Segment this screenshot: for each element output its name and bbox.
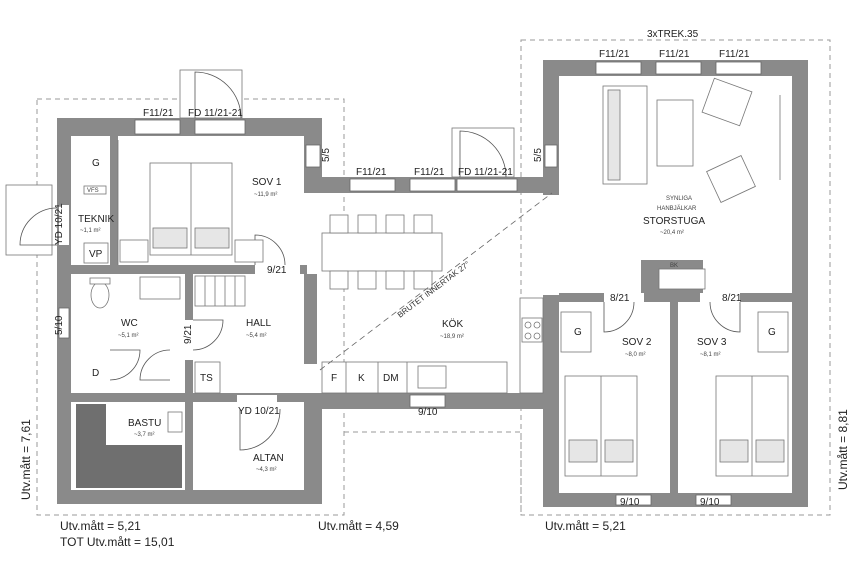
room-sov3-name: SOV 3 [697, 337, 727, 348]
room-storstuga-line1: SYNLIGA [666, 196, 692, 202]
wc-fixtures [89, 276, 181, 309]
label-kok-window-b: F11/21 [414, 167, 445, 178]
room-kok-area: ~18,9 m² [440, 334, 464, 340]
room-storstuga-name: STORSTUGA [643, 216, 705, 227]
fixture-dm: DM [383, 373, 399, 384]
outline-right-wing [520, 39, 831, 516]
vp-box [83, 242, 109, 264]
label-sov3-bottom: 9/10 [700, 497, 720, 508]
label-altan-door: YD 10/21 [238, 406, 280, 417]
room-kok-name: KÖK [442, 318, 463, 330]
label-sov1-window-a: F11/21 [143, 108, 174, 119]
room-sov1-area: ~11,9 m² [254, 192, 277, 198]
label-hall-side: 9/21 [183, 324, 194, 344]
bastu-benches [76, 404, 183, 488]
label-sov1-window-b: FD 11/21-21 [188, 108, 243, 119]
room-sov3-area: ~8,1 m² [700, 352, 721, 358]
label-hall-door: 9/21 [267, 265, 287, 276]
outline-middle [344, 431, 522, 515]
windows [58, 61, 762, 506]
label-kok-window-c: FD 11/21-21 [458, 167, 513, 178]
room-wc-name: WC [121, 318, 138, 329]
room-sov2-name: SOV 2 [622, 337, 652, 348]
hall-wardrobe [194, 275, 246, 307]
fixture-g3: G [768, 327, 776, 338]
room-storstuga-line2: HANBJÄLKAR [657, 205, 697, 212]
label-trek: 3xTREK.35 [647, 29, 699, 40]
dining-table [321, 214, 443, 290]
room-altan-name: ALTAN [253, 453, 284, 464]
fixture-d: D [92, 368, 99, 379]
dim-right-height: Utv.mått = 8,81 [836, 409, 850, 490]
fixture-g2: G [574, 327, 582, 338]
label-kok-side: 5/5 [533, 148, 544, 162]
label-sov2-door: 8/21 [610, 293, 630, 304]
fixture-bk: BK [670, 263, 678, 269]
label-stor-window-a: F11/21 [599, 49, 630, 60]
ts-box [194, 361, 221, 394]
room-wc-area: ~5,1 m² [118, 333, 139, 339]
room-teknik-area: ~1,1 m² [80, 228, 101, 234]
dim-bottom-mid: Utv.mått = 4,59 [318, 519, 399, 533]
fixture-f: F [331, 373, 337, 384]
label-sov3-door: 8/21 [722, 293, 742, 304]
living-furniture [602, 77, 781, 290]
room-teknik-name: TEKNIK [78, 214, 114, 225]
room-bastu-area: ~3,7 m² [134, 432, 155, 438]
label-stor-window-c: F11/21 [719, 49, 750, 60]
room-bastu-name: BASTU [128, 418, 161, 429]
dim-bottom-right: Utv.mått = 5,21 [545, 519, 626, 533]
fixture-vfs: VFS [87, 188, 99, 194]
room-hall-name: HALL [246, 318, 271, 329]
dim-total: TOT Utv.mått = 15,01 [60, 535, 175, 549]
fixture-vp: VP [89, 249, 103, 260]
kitchen-counter [321, 297, 544, 394]
room-sov2-area: ~8,0 m² [625, 352, 646, 358]
vfs-box [83, 185, 107, 195]
label-wc-side: 5/10 [54, 315, 65, 335]
label-teknik-door: YD 10/21 [54, 203, 65, 245]
room-hall-area: ~5,4 m² [246, 333, 267, 339]
fixture-ts: TS [200, 373, 213, 384]
room-sov1-name: SOV 1 [252, 177, 282, 188]
ceiling-break-line [319, 192, 553, 371]
room-altan-area: ~4,3 m² [256, 467, 277, 473]
label-sov1-side: 5/5 [321, 148, 332, 162]
label-kok-bottom: 9/10 [418, 407, 438, 418]
label-sov2-bottom: 9/10 [620, 497, 640, 508]
label-kok-window-a: F11/21 [356, 167, 387, 178]
entry-porch-teknik [5, 184, 53, 256]
sov1-bed [119, 162, 264, 263]
dim-left-height: Utv.mått = 7,61 [19, 419, 33, 500]
fixture-k: K [358, 373, 365, 384]
fixture-g1: G [92, 158, 100, 169]
label-stor-window-b: F11/21 [659, 49, 690, 60]
entry-porch-kitchen [451, 127, 515, 178]
sov3-bed [715, 311, 789, 477]
sov2-bed [560, 311, 638, 477]
dim-bottom-left: Utv.mått = 5,21 [60, 519, 141, 533]
door-swings [19, 71, 741, 451]
entry-porch-top [179, 69, 243, 119]
room-storstuga-area: ~20,4 m² [660, 230, 684, 236]
